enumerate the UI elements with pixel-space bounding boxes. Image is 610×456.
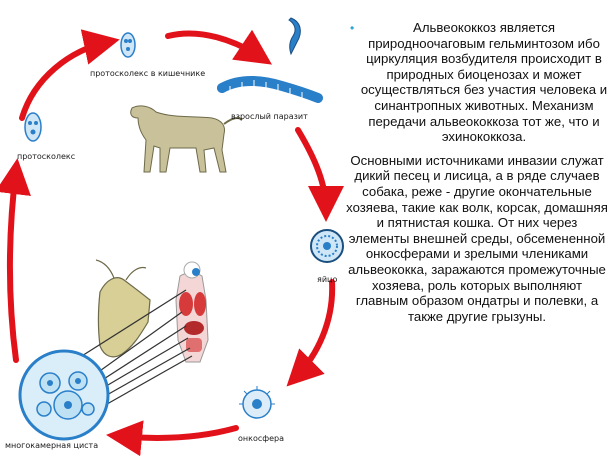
- human-organs-icon: [175, 261, 209, 363]
- arrow-intestine-to-adult: [165, 29, 272, 65]
- organ-to-cyst-lines: [65, 289, 193, 409]
- paragraph-intro-text: Альвеококкоз является природноочаговым г…: [360, 20, 608, 145]
- adult-parasite-icon: [217, 76, 323, 103]
- label-protoscolex: протосколекс: [17, 152, 76, 161]
- dog-icon: [130, 105, 243, 173]
- oncosphere-icon: [239, 386, 275, 419]
- text-panel: • Альвеококкоз является природноочаговым…: [346, 20, 608, 324]
- lifecycle-diagram: [0, 17, 344, 456]
- label-protoscolex-intestine: протосколекс в кишечнике: [90, 69, 206, 78]
- arrow-egg-to-oncosphere: [286, 279, 336, 387]
- label-egg: яйцо: [317, 275, 338, 284]
- paragraph-intro: • Альвеококкоз является природноочаговым…: [346, 20, 608, 145]
- label-multichamber-cyst: многокамерная циста: [5, 441, 99, 450]
- paragraph-sources: Основными источниками инвазии служат дик…: [346, 152, 608, 324]
- label-adult-parasite: взрослый паразит: [231, 112, 308, 121]
- arrow-oncosphere-to-cyst: [106, 420, 239, 456]
- bullet-icon: •: [350, 21, 355, 35]
- arrow-protoscolex-to-intestine: [19, 29, 120, 121]
- label-oncosphere: онкосфера: [238, 434, 284, 443]
- cycle-arrows: [0, 29, 344, 456]
- multichamber-cyst-icon: [18, 349, 110, 441]
- larva-icon: [288, 17, 301, 56]
- arrow-cyst-to-protoscolex: [0, 158, 31, 363]
- arrow-adult-to-egg: [295, 127, 344, 222]
- egg-icon: [310, 229, 344, 263]
- protoscolex-icon: [24, 112, 42, 142]
- protoscolex-intestine-icon: [120, 32, 136, 58]
